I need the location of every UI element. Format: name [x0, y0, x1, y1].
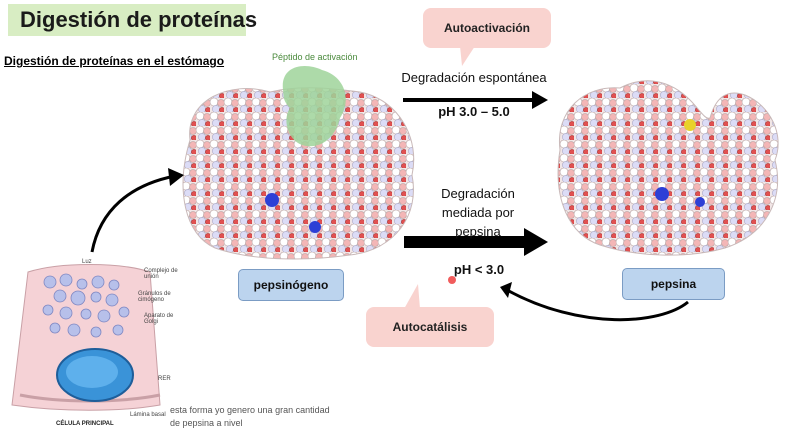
bottom-reaction-arrow — [404, 236, 526, 248]
peptide-label: Péptido de activación — [272, 52, 358, 62]
cell-label-golgi: Aparato de Golgi — [144, 313, 174, 325]
callout-autoactivation: Autoactivación — [423, 8, 551, 48]
secretion-arrow — [90, 174, 176, 253]
cell-label-granules: Gránulos de cimógeno — [138, 291, 171, 303]
cell-label-junction: Complejo de unión — [144, 268, 178, 280]
pepsinogen-label: pepsinógeno — [238, 269, 344, 301]
caption-line-1: esta forma yo genero una gran cantidad — [170, 405, 330, 415]
bottom-arrowhead — [524, 228, 548, 256]
spontaneous-degradation-label: Degradación espontánea — [401, 70, 547, 85]
chief-cell-illustration — [11, 264, 161, 411]
bottom-ph-label: pH < 3.0 — [453, 262, 505, 277]
pepsinogen-molecule — [182, 66, 415, 260]
cell-label-luz: Luz — [82, 259, 92, 265]
callout-autocatalysis: Autocatálisis — [366, 307, 494, 347]
subtitle-caption: esta forma yo genero una gran cantidad d… — [170, 404, 370, 430]
activation-peptide — [282, 66, 346, 147]
callout-bottom-tail — [404, 284, 420, 309]
caption-line-2: de pepsina a nivel — [170, 418, 243, 428]
cell-label-rer: RER — [158, 376, 171, 382]
cursor-dot — [448, 276, 456, 284]
autocatalysis-arrow — [506, 288, 689, 322]
cell-label-basal: Lámina basal — [130, 412, 166, 418]
cell-title: CÉLULA PRINCIPAL — [56, 421, 114, 427]
callout-top-tail — [460, 46, 475, 66]
pepsin-mediated-label: Degradación mediada por pepsina — [441, 186, 515, 239]
page-title: Digestión de proteínas — [20, 7, 258, 32]
top-arrowhead — [532, 91, 548, 109]
pepsin-label: pepsina — [622, 268, 725, 300]
page-subtitle: Digestión de proteínas en el estómago — [4, 54, 225, 68]
pepsin-molecule — [557, 80, 779, 256]
title-banner — [8, 4, 246, 36]
top-ph-label: pH 3.0 – 5.0 — [438, 104, 510, 119]
